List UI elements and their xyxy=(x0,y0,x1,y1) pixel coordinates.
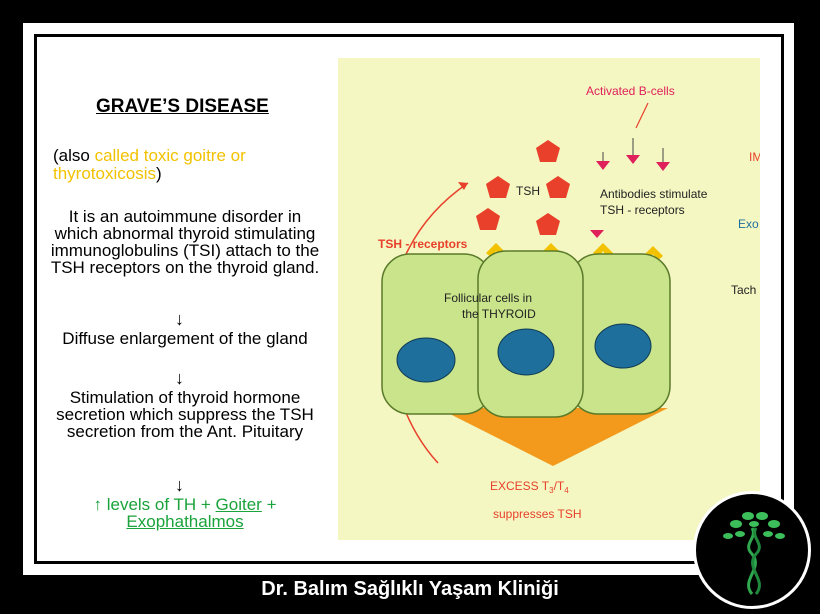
antibody-icon xyxy=(596,161,610,170)
clinic-footer: Dr. Balım Sağlıklı Yaşam Kliniği xyxy=(261,578,559,600)
tsh-label: TSH xyxy=(516,184,540,198)
tsh-molecule-icon xyxy=(536,140,560,162)
tsh-receptors-label: TSH - receptors xyxy=(378,237,468,251)
cut-label-tach: Tach xyxy=(731,283,756,297)
thyroid-diagram: Activated B-cells TSH Antibodies stimula… xyxy=(338,58,762,540)
also-prefix: (also xyxy=(53,146,95,165)
paragraph-enlargement: Diffuse enlargement of the gland xyxy=(62,329,308,348)
also-called-text: (also called toxic goitre or thyrotoxico… xyxy=(53,147,313,183)
antibody-icon xyxy=(590,230,604,238)
slide-title: GRAVE’S DISEASE xyxy=(96,96,269,117)
result-prefix: ↑ levels of TH + xyxy=(93,495,216,514)
cut-label-im: IM xyxy=(749,150,760,164)
also-highlight: called toxic goitre or thyrotoxicosis xyxy=(53,146,246,183)
tsh-molecule-icon xyxy=(546,176,570,198)
antibody-icon xyxy=(626,155,640,164)
antibody-group xyxy=(590,138,670,238)
arrow-2: ↓ xyxy=(175,368,184,388)
nucleus-icon xyxy=(396,337,456,383)
follicular-cell-1 xyxy=(381,253,493,415)
suppresses-tsh-label: suppresses TSH xyxy=(493,507,581,521)
nucleus-icon xyxy=(594,323,652,369)
antibodies-label-1: Antibodies stimulate xyxy=(600,187,708,201)
goiter-link: Goiter xyxy=(215,495,262,514)
b-cell-arrow xyxy=(635,102,649,129)
thyroid-diagram-svg: Activated B-cells TSH Antibodies stimula… xyxy=(378,84,762,521)
output-arrow xyxy=(438,408,668,466)
tree-dna-logo-icon xyxy=(723,512,785,595)
activated-b-cells-label: Activated B-cells xyxy=(586,84,675,98)
arrow-3: ↓ xyxy=(175,475,184,495)
nucleus-icon xyxy=(497,328,555,376)
cut-label-exo: Exo xyxy=(738,217,759,231)
exophthalmos-link: Exophathalmos xyxy=(126,512,244,531)
arrow-1: ↓ xyxy=(175,309,184,329)
also-suffix: ) xyxy=(155,164,162,183)
tsh-molecule-icon xyxy=(536,213,560,235)
excess-label: EXCESS T3/T4 xyxy=(490,479,569,495)
antibody-icon xyxy=(656,162,670,171)
result-plus: + xyxy=(261,495,277,514)
tsh-molecule-icon xyxy=(486,176,510,198)
follicular-label-2: the THYROID xyxy=(462,307,536,321)
tsh-molecule-icon xyxy=(476,208,500,230)
antibodies-label-2: TSH - receptors xyxy=(600,203,685,217)
paragraph-stimulation: Stimulation of thyroid hormone secretion… xyxy=(56,388,314,441)
clinic-logo xyxy=(693,491,811,609)
follicular-label-1: Follicular cells in xyxy=(444,291,532,305)
paragraph-autoimmune: It is an autoimmune disorder in which ab… xyxy=(50,207,320,277)
feedback-arrowhead xyxy=(458,182,468,190)
result-text: ↑ levels of TH + Goiter + Exophathalmos xyxy=(50,496,320,530)
